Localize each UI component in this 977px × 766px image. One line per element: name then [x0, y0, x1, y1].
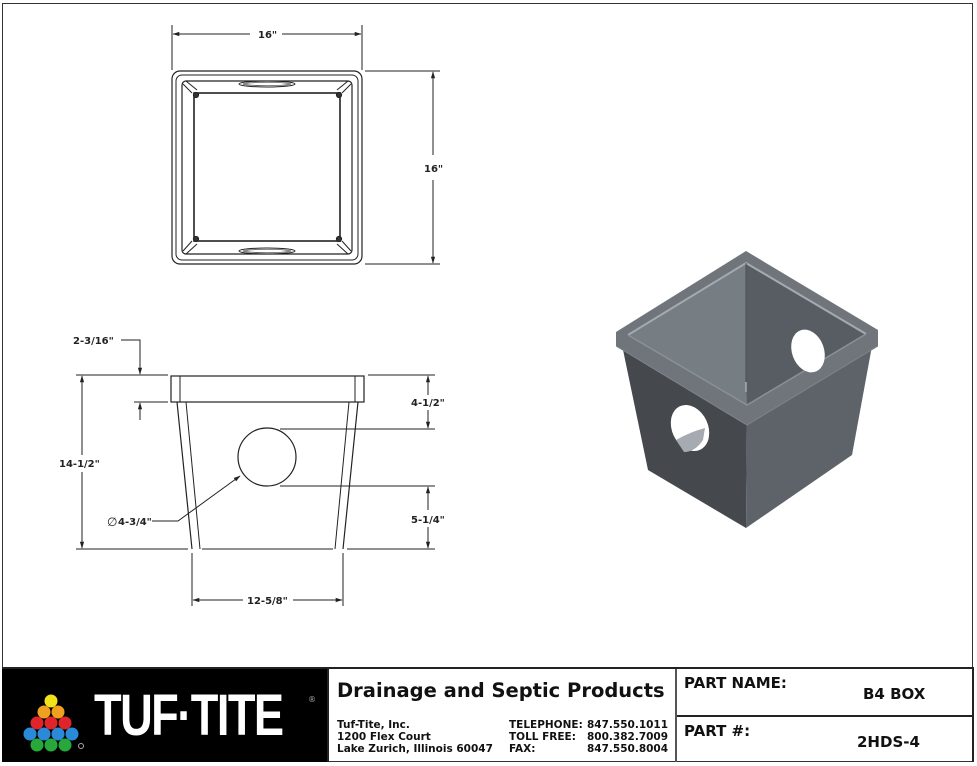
hole-diameter-label: 4-3/4" [118, 517, 152, 528]
company-address: Tuf-Tite, Inc. 1200 Flex Court Lake Zuri… [337, 719, 493, 755]
company-info: Drainage and Septic Products Tuf-Tite, I… [327, 669, 677, 762]
isometric-box-render [615, 251, 879, 528]
technical-drawing: 16" 16" [59, 25, 879, 607]
part-name-label: PART NAME: [684, 674, 787, 692]
company-city: Lake Zurich, Illinois 60047 [337, 743, 493, 755]
contact-list: TELEPHONE: 847.550.1011 TOLL FREE: 800.3… [509, 719, 669, 755]
top-view [171, 25, 440, 265]
top-height-label: 16" [424, 164, 443, 175]
hole-bottom-offset-label: 5-1/4" [411, 515, 445, 526]
registered-mark: ® [308, 695, 316, 704]
part-info: PART NAME: B4 BOX PART #: 2HDS-4 [677, 669, 974, 762]
diameter-symbol: ∅ [107, 515, 117, 529]
part-name-row: PART NAME: B4 BOX [677, 669, 972, 715]
tagline: Drainage and Septic Products [337, 679, 665, 702]
contact-telephone: TELEPHONE: 847.550.1011 [509, 719, 669, 731]
logo-ball-pyramid-icon [23, 694, 84, 752]
rim-height-label: 2-3/16" [73, 336, 114, 347]
company-street: 1200 Flex Court [337, 731, 431, 743]
title-block: TUF·TITE ® Drainage and Septic Products … [2, 667, 974, 762]
tuf-tite-logo: TUF·TITE ® [2, 669, 327, 762]
side-view [76, 339, 435, 606]
bottom-width-label: 12-5/8" [247, 596, 288, 607]
contact-fax: FAX: 847.550.8004 [509, 743, 669, 755]
total-height-label: 14-1/2" [59, 459, 100, 470]
part-number-row: PART #: 2HDS-4 [677, 714, 972, 763]
part-number-value: 2HDS-4 [857, 732, 920, 751]
hole-top-offset-label: 4-1/2" [411, 398, 445, 409]
top-width-label: 16" [258, 30, 277, 41]
part-number-label: PART #: [684, 721, 751, 740]
company-name: Tuf-Tite, Inc. [337, 719, 410, 731]
part-name-value: B4 BOX [863, 685, 926, 703]
contact-toll-free: TOLL FREE: 800.382.7009 [509, 731, 669, 743]
brand-name: TUF·TITE [94, 683, 284, 748]
